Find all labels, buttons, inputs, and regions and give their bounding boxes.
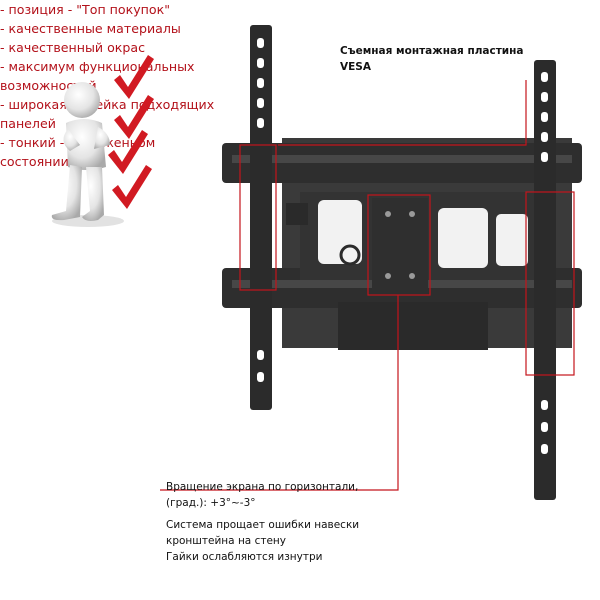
feature-item: - позиция - "Топ покупок" xyxy=(0,2,171,17)
checkmark-icon xyxy=(108,130,148,174)
vesa-highlight xyxy=(367,194,431,296)
system-callout: Система прощает ошибки навески кронштейн… xyxy=(166,517,406,565)
system-callout-line1: Система прощает ошибки навески xyxy=(166,519,360,531)
person-figure-icon xyxy=(51,82,124,227)
vesa-leader-line xyxy=(278,80,527,146)
vesa-callout-line1: Съемная монтажная пластина xyxy=(340,45,524,57)
checkmark-icon xyxy=(114,55,154,99)
vesa-plate xyxy=(372,198,428,290)
callout-highlights xyxy=(160,80,575,491)
feature-item: - качественный окрас xyxy=(0,40,146,55)
checkmark-icon xyxy=(112,165,152,209)
vesa-callout: Съемная монтажная пластина VESA xyxy=(340,43,540,75)
person-checklist-illustration xyxy=(51,55,154,227)
rotation-leader-line xyxy=(160,295,399,491)
feature-item: - качественные материалы xyxy=(0,21,181,36)
checkmark-icon xyxy=(114,95,154,139)
feature-list: - позиция - "Топ покупок" - качественные… xyxy=(0,0,220,171)
vesa-callout-line2: VESA xyxy=(340,61,371,73)
rotation-callout: Вращение экрана по горизонтали, (град.):… xyxy=(166,479,406,511)
system-callout-line3: Гайки ослабляются изнутри xyxy=(166,551,323,563)
feature-item: - широкая линейка подходящих панелей xyxy=(0,97,215,131)
rotation-callout-line2: (град.): +3°~-3° xyxy=(166,497,256,509)
system-callout-line2: кронштейна на стену xyxy=(166,535,287,547)
right-bracket-highlight xyxy=(525,191,575,376)
right-vertical-bracket xyxy=(534,60,556,500)
left-vertical-bracket xyxy=(250,25,272,410)
rotation-callout-line1: Вращение экрана по горизонтали, xyxy=(166,481,359,493)
left-bracket-highlight xyxy=(239,144,277,291)
